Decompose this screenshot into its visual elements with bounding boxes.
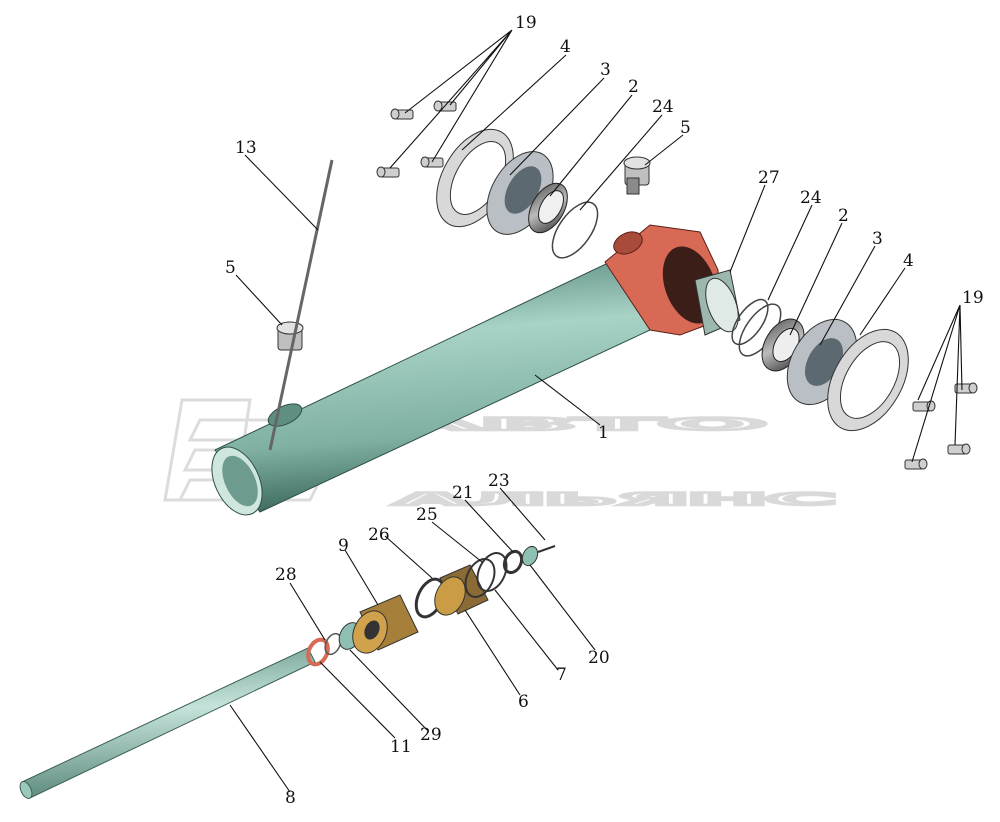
callout-24-upper: 24 xyxy=(652,97,674,117)
callout-labels: 19 4 3 2 24 5 13 5 27 24 2 3 4 19 1 23 2… xyxy=(225,13,984,808)
callout-26: 26 xyxy=(368,525,390,545)
piston-rod xyxy=(19,647,316,799)
callout-6: 6 xyxy=(518,692,529,712)
callout-27: 27 xyxy=(758,168,780,188)
ring-7 xyxy=(476,552,508,592)
bolts-19-lower xyxy=(904,382,978,470)
plug-5-upper xyxy=(623,156,651,195)
callout-2-upper: 2 xyxy=(628,77,639,97)
bolts-19-upper xyxy=(376,100,457,178)
callout-5-upper: 5 xyxy=(680,118,691,138)
leader-lines xyxy=(229,29,963,793)
callout-19-lower: 19 xyxy=(962,288,984,308)
callout-11: 11 xyxy=(390,737,412,757)
callout-5-left: 5 xyxy=(225,258,236,278)
callout-7: 7 xyxy=(556,665,567,685)
callout-9: 9 xyxy=(338,536,349,556)
cylinder-barrel xyxy=(211,261,651,516)
ring-11 xyxy=(306,637,330,667)
callout-4-upper: 4 xyxy=(560,37,571,57)
callout-1: 1 xyxy=(598,423,609,443)
callout-28: 28 xyxy=(275,565,297,585)
ring-21 xyxy=(502,549,524,575)
callout-29: 29 xyxy=(420,725,442,745)
dipstick-13 xyxy=(268,159,334,451)
bolt xyxy=(420,156,444,168)
callout-2-lower: 2 xyxy=(838,206,849,226)
watermark-line1: АВТО xyxy=(385,415,765,435)
gasket-4-lower xyxy=(827,328,909,432)
ring-25 xyxy=(464,558,496,598)
cylinder-head-eye xyxy=(604,224,741,336)
bolt xyxy=(390,108,414,120)
callout-23: 23 xyxy=(488,471,510,491)
ring-24-upper xyxy=(551,201,599,259)
callout-13: 13 xyxy=(235,138,257,158)
cotter-pin-23 xyxy=(537,545,556,553)
piston-9 xyxy=(352,594,419,654)
plug-5-left xyxy=(276,321,304,351)
callout-19-upper: 19 xyxy=(515,13,537,33)
bolt xyxy=(904,458,928,470)
bushing-2-upper xyxy=(528,182,568,234)
nut-20 xyxy=(521,545,539,567)
watermark: АВТО АЛЬЯНС xyxy=(163,398,836,511)
callout-3-lower: 3 xyxy=(872,229,883,249)
ring-27 xyxy=(731,298,769,346)
bolt xyxy=(954,382,978,394)
bolt xyxy=(947,443,971,455)
piston-6 xyxy=(434,564,489,616)
bolt xyxy=(376,166,400,178)
ring-28 xyxy=(324,632,342,656)
bolt xyxy=(912,400,936,412)
callout-25: 25 xyxy=(416,505,438,525)
watermark-line2: АЛЬЯНС xyxy=(395,490,835,510)
callout-21: 21 xyxy=(452,483,474,503)
callout-3-upper: 3 xyxy=(600,60,611,80)
callout-20: 20 xyxy=(588,648,610,668)
callout-8: 8 xyxy=(285,788,296,808)
callout-24-lower: 24 xyxy=(800,188,822,208)
callout-4-lower: 4 xyxy=(903,251,914,271)
